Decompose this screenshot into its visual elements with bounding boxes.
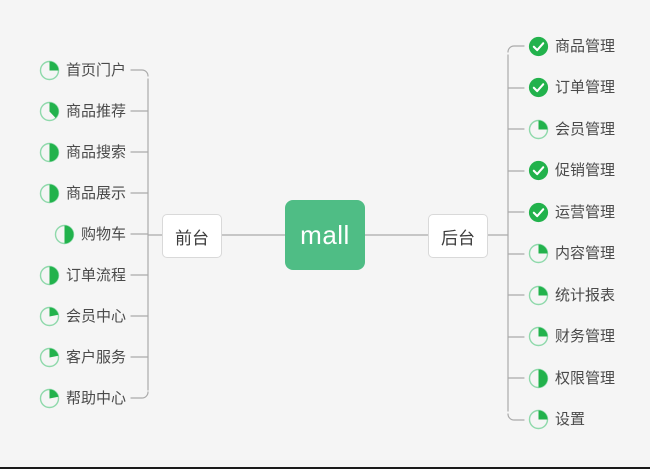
leaf-item-label: 订单流程: [65, 266, 126, 284]
leaf-item-label: 商品搜索: [65, 143, 126, 161]
leaf-item-label: 帮助中心: [65, 389, 126, 407]
branch-node-backend[interactable]: 后台: [428, 214, 488, 258]
pie-progress-icon: [528, 410, 549, 430]
leaf-item-left-9[interactable]: 帮助中心: [39, 386, 126, 410]
check-circle-icon: [528, 36, 549, 56]
leaf-item-right-5[interactable]: 运营管理: [528, 200, 615, 224]
pie-progress-icon: [54, 224, 75, 244]
pie-progress-icon: [39, 101, 60, 121]
pie-progress-icon: [528, 119, 549, 139]
leaf-item-label: 运营管理: [555, 203, 616, 221]
leaf-item-right-10[interactable]: 设置: [528, 408, 585, 432]
check-circle-icon: [528, 161, 549, 181]
pie-progress-icon: [39, 265, 60, 285]
pie-progress-icon: [528, 368, 549, 389]
pie-progress-icon: [528, 244, 549, 264]
pie-progress-icon: [39, 347, 60, 367]
leaf-item-label: 权限管理: [555, 369, 616, 387]
leaf-item-right-6[interactable]: 内容管理: [528, 242, 615, 266]
pie-progress-icon: [528, 327, 549, 347]
leaf-item-left-2[interactable]: 商品推荐: [39, 99, 126, 123]
leaf-item-right-9[interactable]: 权限管理: [528, 366, 615, 390]
leaf-item-label: 商品推荐: [65, 102, 126, 120]
leaf-item-label: 商品管理: [555, 37, 616, 55]
pie-progress-icon: [39, 142, 60, 162]
leaf-item-label: 统计报表: [555, 286, 616, 304]
leaf-item-label: 设置: [555, 411, 586, 429]
pie-progress-icon: [528, 285, 549, 305]
leaf-item-left-8[interactable]: 客户服务: [39, 345, 126, 369]
leaf-item-label: 订单管理: [555, 79, 616, 97]
check-circle-icon: [528, 202, 549, 222]
center-node-label: mall: [300, 219, 350, 250]
pie-progress-icon: [39, 306, 60, 326]
pie-progress-icon: [39, 388, 60, 408]
leaf-item-right-7[interactable]: 统计报表: [528, 283, 615, 307]
leaf-item-label: 内容管理: [555, 245, 616, 263]
leaf-item-label: 会员管理: [555, 120, 616, 138]
leaf-item-label: 财务管理: [555, 328, 616, 346]
check-circle-icon: [528, 77, 549, 98]
branch-node-frontend-label: 前台: [175, 228, 209, 248]
leaf-item-right-3[interactable]: 会员管理: [528, 117, 615, 141]
leaf-item-label: 会员中心: [65, 307, 126, 325]
branch-node-backend-label: 后台: [441, 228, 475, 248]
leaf-item-left-3[interactable]: 商品搜索: [39, 140, 126, 164]
leaf-item-left-4[interactable]: 商品展示: [39, 181, 126, 205]
center-node-mall[interactable]: mall: [285, 200, 365, 270]
leaf-item-left-5[interactable]: 购物车: [54, 222, 126, 246]
leaf-item-left-6[interactable]: 订单流程: [39, 263, 126, 287]
branch-node-frontend[interactable]: 前台: [162, 214, 222, 258]
leaf-item-right-4[interactable]: 促销管理: [528, 159, 615, 183]
leaf-item-right-2[interactable]: 订单管理: [528, 76, 615, 100]
leaf-item-left-7[interactable]: 会员中心: [39, 304, 126, 328]
leaf-item-right-1[interactable]: 商品管理: [528, 34, 615, 58]
leaf-item-label: 首页门户: [65, 61, 126, 79]
pie-progress-icon: [39, 183, 60, 203]
pie-progress-icon: [39, 60, 60, 80]
leaf-item-label: 促销管理: [555, 162, 616, 180]
leaf-item-label: 购物车: [80, 225, 126, 243]
leaf-item-label: 客户服务: [65, 348, 126, 366]
leaf-item-right-8[interactable]: 财务管理: [528, 325, 615, 349]
leaf-item-left-1[interactable]: 首页门户: [39, 58, 126, 82]
leaf-item-label: 商品展示: [65, 184, 126, 202]
